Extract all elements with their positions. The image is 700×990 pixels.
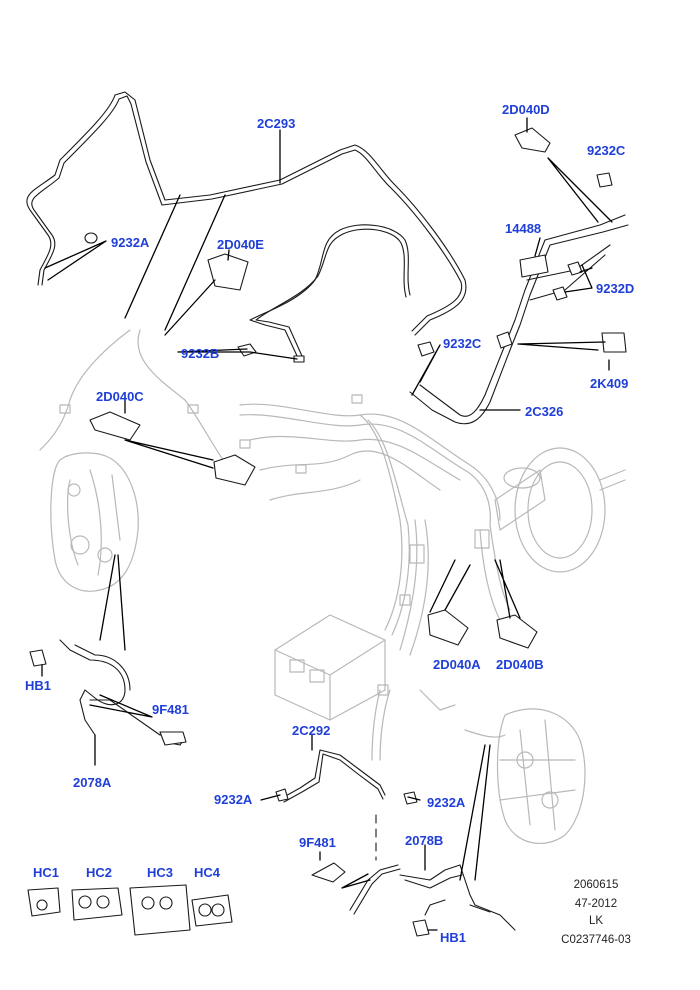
callout-9232b: 9232B (181, 346, 220, 361)
callout-2d040c: 2D040C (96, 389, 144, 404)
ref-code-2: 47-2012 (574, 898, 618, 910)
callout-hb1-left: HB1 (25, 678, 52, 693)
callout-2c326: 2C326 (525, 404, 564, 419)
brake-pipes (26, 91, 629, 931)
callout-9f481-bottom: 9F481 (299, 835, 336, 850)
callout-hc1: HC1 (33, 865, 60, 880)
ref-code-1: 2060615 (573, 879, 619, 891)
callout-9232a-top: 9232A (111, 235, 150, 250)
ref-code-3: LK (588, 915, 604, 927)
callout-hb1-bottom: HB1 (440, 930, 467, 945)
callout-2d040d: 2D040D (502, 102, 550, 117)
small-fittings (27, 127, 627, 937)
ghost-structure (39, 329, 626, 844)
callout-9232c-mid: 9232C (443, 336, 482, 351)
leader-lines (41, 117, 613, 931)
callout-2c292: 2C292 (292, 723, 331, 738)
callout-2078b: 2078B (405, 833, 444, 848)
callout-9f481-left: 9F481 (152, 702, 189, 717)
ref-code-4: C0237746-03 (561, 934, 631, 946)
callout-9232d: 9232D (596, 281, 635, 296)
callout-hc2: HC2 (86, 865, 113, 880)
callout-2d040a: 2D040A (433, 657, 481, 672)
callout-2078a: 2078A (73, 775, 112, 790)
callout-9232a-right: 9232A (427, 795, 466, 810)
callout-2d040b: 2D040B (496, 657, 544, 672)
callout-hc3: HC3 (147, 865, 174, 880)
callout-9232a-left: 9232A (214, 792, 253, 807)
callout-2k409: 2K409 (590, 376, 629, 391)
callout-2c293: 2C293 (257, 116, 296, 131)
callout-hc4: HC4 (194, 865, 221, 880)
callout-14488: 14488 (505, 221, 542, 236)
callout-2d040e: 2D040E (217, 237, 264, 252)
callout-9232c-top: 9232C (587, 143, 626, 158)
